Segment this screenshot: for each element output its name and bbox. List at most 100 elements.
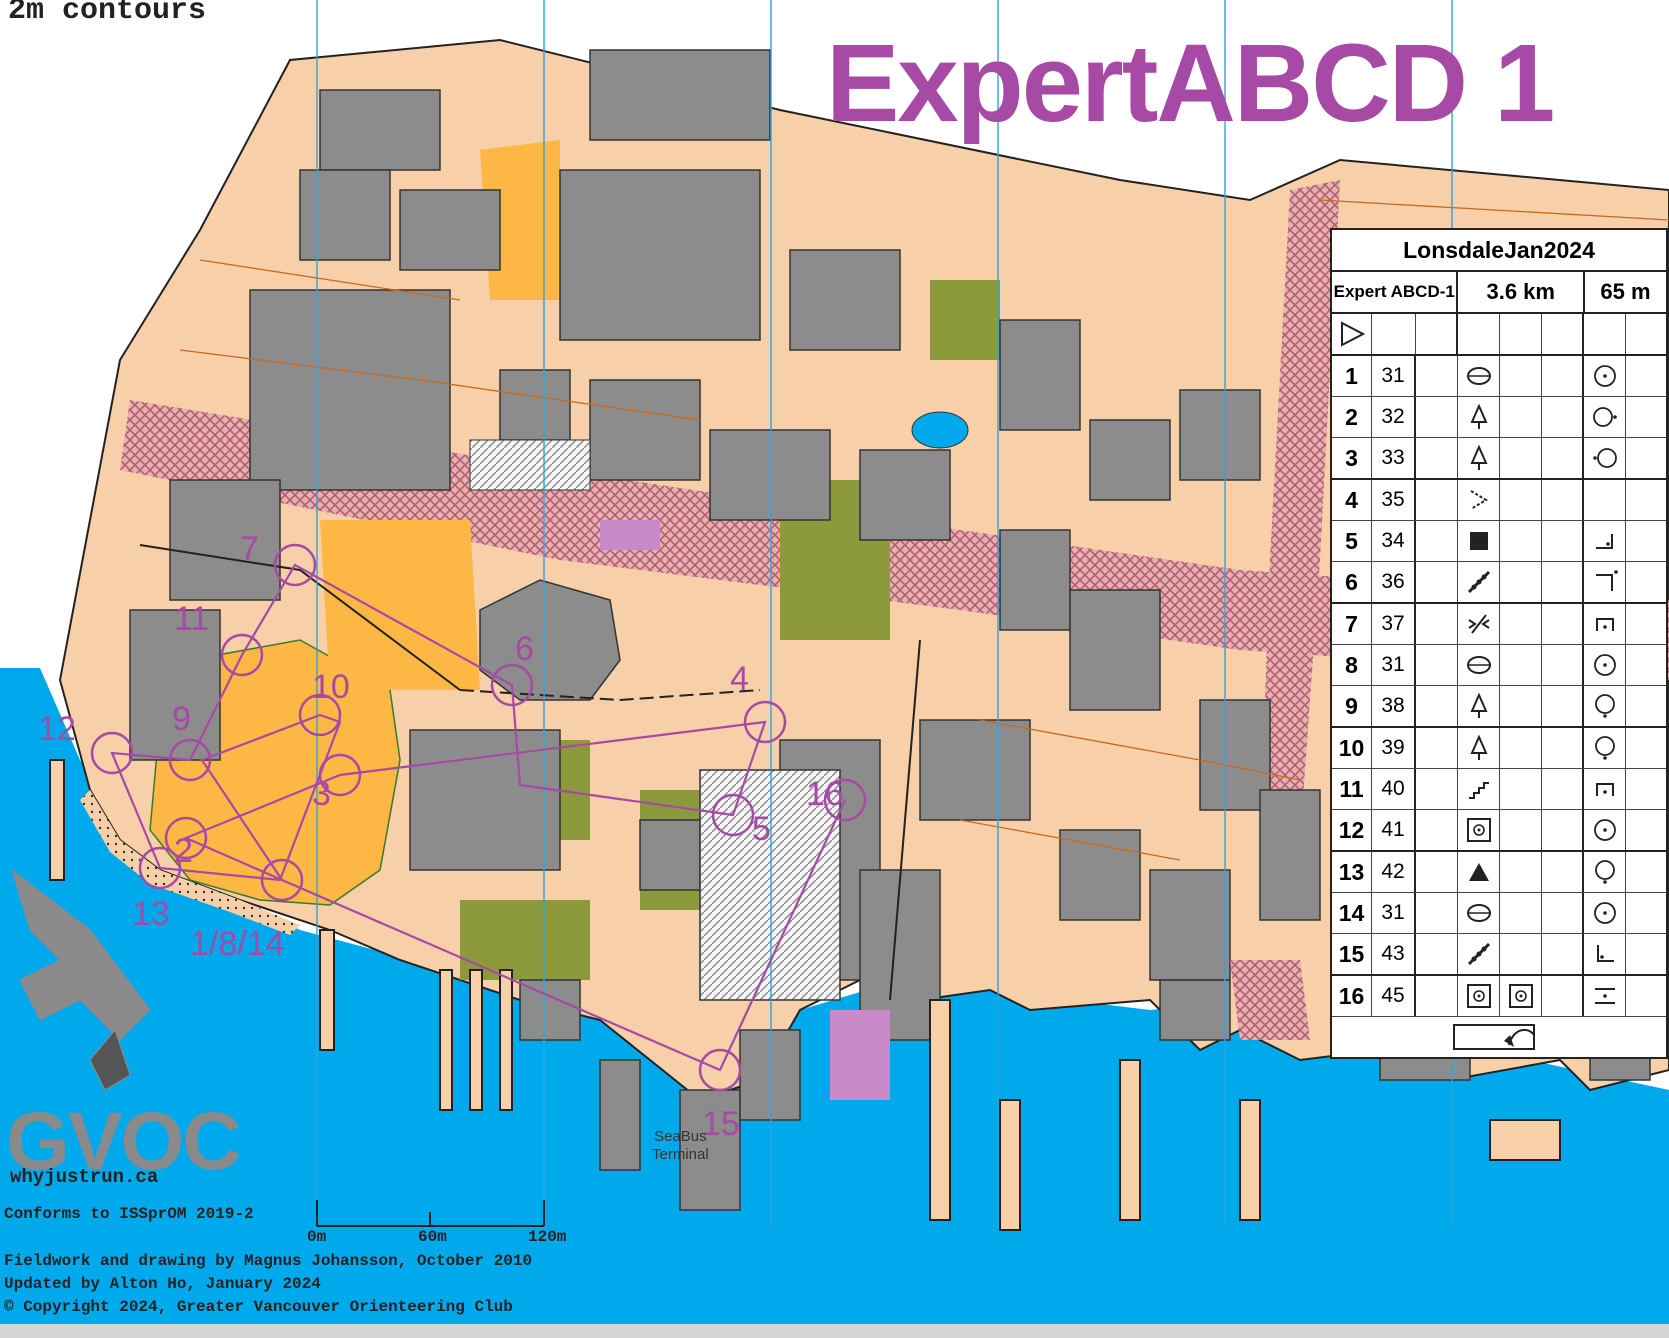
feature-symbol xyxy=(1458,810,1500,850)
control-label: 5 xyxy=(752,810,771,848)
control-label: 7 xyxy=(240,530,259,568)
column-c xyxy=(1416,604,1458,644)
center-circle-icon xyxy=(1593,365,1616,387)
underneath-icon xyxy=(1595,783,1614,796)
club-logo-text: GVOC xyxy=(6,1096,241,1187)
control-description-sheet: LonsdaleJan2024 Expert ABCD-1 3.6 km 65 … xyxy=(1330,228,1668,1059)
control-code: 41 xyxy=(1372,810,1416,850)
control-label: 15 xyxy=(702,1105,740,1143)
feature-symbol xyxy=(1458,769,1500,809)
column-h xyxy=(1626,934,1664,974)
feature-symbol-secondary xyxy=(1500,397,1542,437)
feature-symbol-secondary xyxy=(1500,521,1542,561)
stairway-icon xyxy=(1468,782,1489,799)
column-c xyxy=(1416,769,1458,809)
depression-icon xyxy=(1466,367,1491,385)
flowerbed-icon xyxy=(1508,984,1533,1008)
location-symbol xyxy=(1584,728,1626,768)
credit-line: Updated by Alton Ho, January 2024 xyxy=(4,1275,321,1293)
control-code: 38 xyxy=(1372,686,1416,726)
start-triangle-icon xyxy=(1332,314,1372,354)
passage-icon xyxy=(1467,614,1490,634)
conformance-note: Conforms to ISSprOM 2019-2 xyxy=(4,1205,254,1223)
feature-symbol xyxy=(1458,397,1500,437)
scale-label: 60m xyxy=(418,1228,447,1246)
column-c xyxy=(1416,893,1458,933)
viewer-bottom-bar xyxy=(0,1324,1669,1338)
column-h xyxy=(1626,852,1664,892)
south-side-icon xyxy=(1594,694,1615,718)
control-label: 2 xyxy=(174,832,193,870)
control-label: 16 xyxy=(806,775,844,813)
course-title-number: 1 xyxy=(1494,22,1555,145)
scale-label: 120m xyxy=(528,1228,567,1246)
column-f xyxy=(1542,604,1584,644)
corner-inside-low-icon xyxy=(1596,945,1614,962)
wall-icon xyxy=(1467,570,1490,594)
column-h xyxy=(1626,356,1664,396)
control-code: 35 xyxy=(1372,480,1416,520)
feature-symbol xyxy=(1458,686,1500,726)
control-number: 6 xyxy=(1332,562,1372,602)
contour-lines xyxy=(179,199,1669,861)
feature-symbol xyxy=(1458,521,1500,561)
feature-symbol-secondary xyxy=(1500,810,1542,850)
finish-arrow-icon xyxy=(1453,1024,1535,1050)
feature-symbol-secondary xyxy=(1500,728,1542,768)
column-f xyxy=(1542,728,1584,768)
feature-symbol-secondary xyxy=(1500,645,1542,685)
control-code: 45 xyxy=(1372,976,1416,1016)
control-number: 13 xyxy=(1332,852,1372,892)
re-entrant-icon xyxy=(1469,490,1488,510)
column-h xyxy=(1626,728,1664,768)
feature-symbol-secondary xyxy=(1500,934,1542,974)
club-logo-icon xyxy=(11,868,151,1091)
location-symbol xyxy=(1584,356,1626,396)
center-circle-icon xyxy=(1593,902,1616,924)
building-passage xyxy=(469,439,591,491)
location-symbol xyxy=(1584,604,1626,644)
control-number: 3 xyxy=(1332,438,1372,478)
control-code: 33 xyxy=(1372,438,1416,478)
control-number: 12 xyxy=(1332,810,1372,850)
location-symbol xyxy=(1584,686,1626,726)
feature-symbol-secondary xyxy=(1500,480,1542,520)
column-h xyxy=(1626,397,1664,437)
control-number: 14 xyxy=(1332,893,1372,933)
control-number: 11 xyxy=(1332,769,1372,809)
column-f xyxy=(1542,934,1584,974)
corner-outside-icon xyxy=(1595,570,1618,591)
control-label: 12 xyxy=(38,710,76,748)
between-icon xyxy=(1594,988,1615,1004)
column-c xyxy=(1416,645,1458,685)
boulder-icon xyxy=(1468,863,1489,881)
seabus-terminal-label: SeaBus Terminal xyxy=(652,1128,709,1164)
feature-symbol xyxy=(1458,480,1500,520)
control-number: 7 xyxy=(1332,604,1372,644)
control-label: 10 xyxy=(312,668,350,706)
course-title-text: ExpertABCD xyxy=(826,22,1468,145)
control-label: 13 xyxy=(132,895,170,933)
feature-symbol xyxy=(1458,728,1500,768)
course-name: Expert ABCD-1 xyxy=(1332,272,1459,312)
place-label-line: SeaBus xyxy=(654,1128,707,1145)
control-number: 1 xyxy=(1332,356,1372,396)
column-f xyxy=(1542,480,1584,520)
column-c xyxy=(1416,480,1458,520)
contours-note: 2m contours xyxy=(8,0,207,28)
course-length: 3.6 km xyxy=(1458,272,1585,312)
column-c xyxy=(1416,521,1458,561)
column-h xyxy=(1626,645,1664,685)
control-number: 8 xyxy=(1332,645,1372,685)
building-icon xyxy=(1469,532,1488,550)
feature-symbol-secondary xyxy=(1500,976,1542,1016)
feature-symbol xyxy=(1458,438,1500,478)
